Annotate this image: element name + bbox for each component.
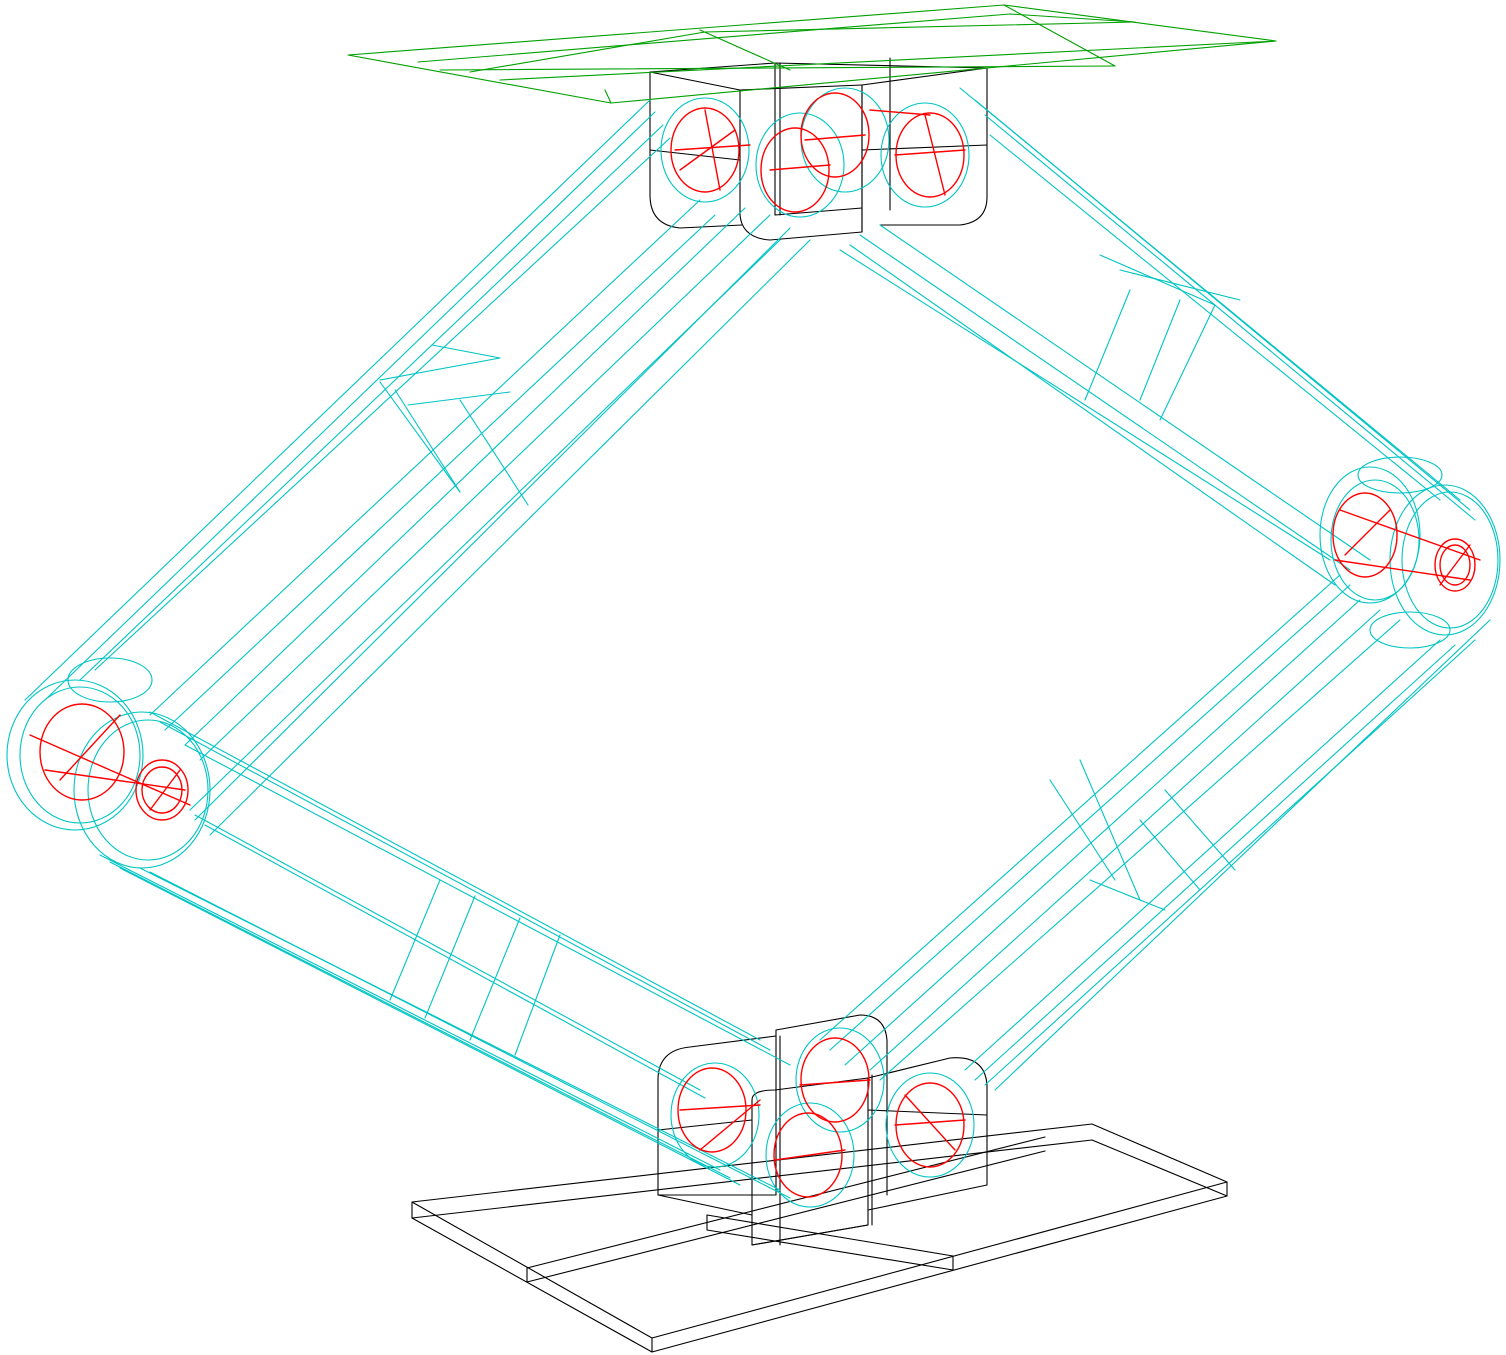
upper-right-link [839,87,1476,586]
base-plate [411,1123,1228,1353]
top-joint-mid-a [760,127,831,213]
top-joint-left [670,107,751,193]
top-joint-housing [649,57,988,241]
right-elbow-joint [1332,492,1481,592]
revolute-joints [29,92,1481,1198]
bottom-joint-housing [657,1014,988,1246]
bottom-joint-left [677,1067,761,1153]
bottom-joint-mid-a [773,1112,846,1198]
top-joint-right [869,109,966,198]
lower-right-link [819,574,1491,1091]
left-elbow-link-ends [6,657,211,869]
top-platform [347,4,1277,104]
linkage-arms [6,87,1501,1208]
bottom-joint-right [894,1082,966,1168]
lower-left-link [99,711,791,1199]
bottom-joint-mid-b [799,1037,871,1123]
left-elbow-joint [29,703,191,821]
upper-left-link [24,99,811,836]
top-joint-mid-b [800,92,870,178]
housing-joint-rings [660,87,975,1208]
